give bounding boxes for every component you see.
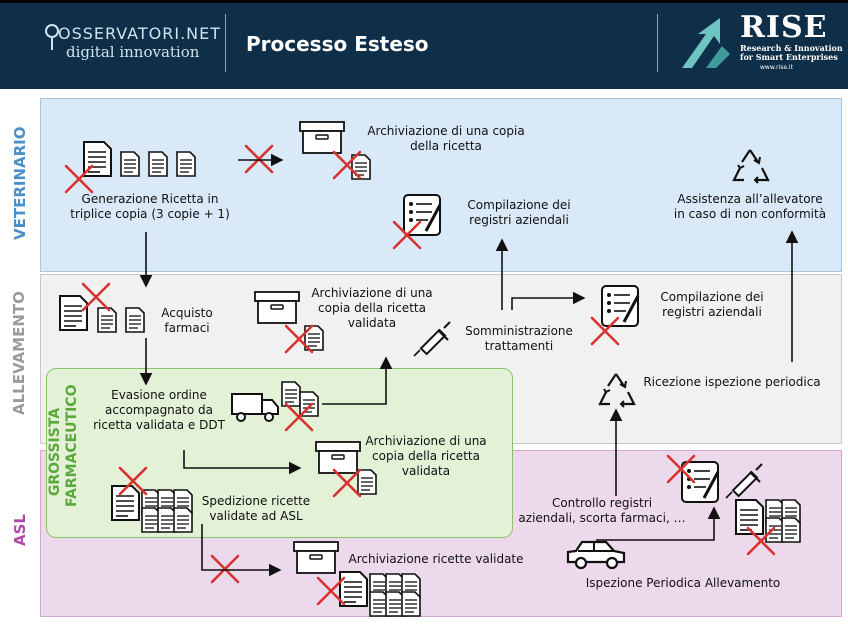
generazione-ricetta-docs <box>64 141 196 194</box>
header-divider <box>225 14 226 72</box>
document-icon <box>97 307 117 333</box>
archiviazione-vet-icons <box>244 121 371 180</box>
document-icon <box>111 485 140 521</box>
rise-name: RISE <box>740 10 828 45</box>
cross-icon <box>210 554 240 584</box>
document-icon <box>781 517 801 543</box>
step-ispezione: Ispezione Periodica Allevamento <box>585 576 781 590</box>
document-icon <box>148 151 168 177</box>
step-ricezione: Ricezione ispezione periodica <box>643 375 821 389</box>
archive-box-icon <box>299 121 345 154</box>
spedizione-docs <box>111 466 193 533</box>
truck-icon <box>231 393 279 422</box>
compilazione-vet-icons <box>392 193 442 250</box>
syringe-icon <box>725 463 763 499</box>
evasione-docs <box>281 381 319 432</box>
brand-tagline: digital innovation <box>66 43 200 61</box>
flow-arrows <box>139 153 799 577</box>
document-icon <box>401 591 421 617</box>
step-archiviazione-asl: Archiviazione ricette validate <box>348 552 524 566</box>
page-title: Processo Esteso <box>246 32 429 56</box>
document-icon <box>281 381 301 407</box>
header-divider-right <box>657 14 658 72</box>
document-icon <box>59 295 88 331</box>
register-notebook-icon <box>402 193 442 237</box>
archive-box-icon <box>293 541 339 574</box>
document-icon <box>120 151 140 177</box>
archive-box-icon <box>254 291 300 324</box>
document-icon <box>176 151 196 177</box>
rise-url: www.rise.it <box>760 64 793 71</box>
recycle-icon <box>598 372 636 409</box>
cross-icon <box>64 164 94 194</box>
cross-icon <box>244 144 274 174</box>
document-icon <box>125 307 145 333</box>
archive-box-icon <box>315 441 361 474</box>
compilazione-all-icons <box>590 284 640 346</box>
lane-veterinario <box>40 98 842 272</box>
osservatori-pin-icon <box>45 24 59 50</box>
car-icon <box>566 540 626 570</box>
brand-name: OSSERVATORI.NET <box>58 24 222 43</box>
rise-logo-icon <box>682 18 730 68</box>
cross-icon <box>284 402 314 432</box>
acquisto-docs <box>59 282 145 333</box>
register-notebook-icon <box>600 284 640 328</box>
recycle-icon <box>732 148 770 185</box>
cross-icon <box>81 282 111 312</box>
